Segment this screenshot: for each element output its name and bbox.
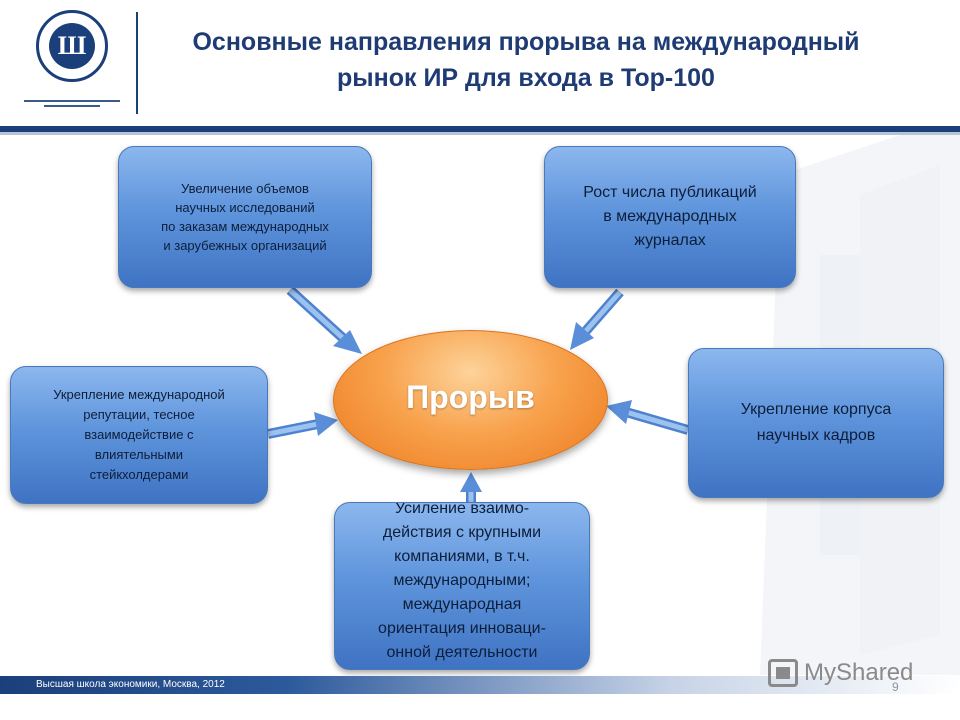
header-bar bbox=[0, 126, 960, 132]
slide-title-line-2: рынок ИР для входа в Top-100 bbox=[337, 64, 715, 92]
box-reputation: Укрепление международной репутации, тесн… bbox=[10, 366, 268, 504]
watermark-text: MyShared bbox=[804, 659, 914, 686]
arrow-mid-left bbox=[267, 412, 338, 439]
arrow-top-right bbox=[570, 288, 624, 350]
arrow-bottom bbox=[460, 472, 482, 504]
box-research-staff: Укрепление корпуса научных кадров bbox=[688, 348, 944, 498]
arrow-mid-right bbox=[606, 400, 690, 435]
page-number: 9 bbox=[892, 680, 899, 694]
box-reputation-text: Укрепление международной репутации, тесн… bbox=[53, 387, 225, 482]
watermark: MyShared bbox=[768, 656, 928, 690]
slide-title: Основные направления прорыва на междунар… bbox=[146, 24, 906, 96]
logo-letter: Ш bbox=[49, 23, 95, 69]
logo-seal-icon: Ш bbox=[36, 10, 108, 82]
header: Ш Основные направления прорыва на междун… bbox=[0, 0, 960, 126]
box-research-staff-text: Укрепление корпуса научных кадров bbox=[740, 401, 892, 444]
center-breakthrough-label: Прорыв bbox=[406, 378, 535, 415]
slide-title-line-1: Основные направления прорыва на междунар… bbox=[192, 28, 860, 56]
box-industry-cooperation: Усиление взаимо- действия с крупными ком… bbox=[334, 502, 590, 670]
header-divider bbox=[136, 12, 138, 114]
box-publications-text: Рост числа публикаций в международных жу… bbox=[583, 184, 757, 249]
footer-bar bbox=[0, 676, 960, 694]
box-research-volume: Увеличение объемов научных исследований … bbox=[118, 146, 372, 288]
logo-caption bbox=[18, 100, 126, 112]
university-logo: Ш bbox=[14, 8, 130, 120]
header-bar-accent bbox=[0, 132, 960, 135]
box-industry-cooperation-text: Усиление взаимо- действия с крупными ком… bbox=[378, 502, 546, 661]
presentation-icon bbox=[768, 659, 798, 687]
box-research-volume-text: Увеличение объемов научных исследований … bbox=[161, 181, 329, 253]
box-publications: Рост числа публикаций в международных жу… bbox=[544, 146, 796, 288]
center-breakthrough: Прорыв bbox=[333, 330, 608, 470]
footer-text: Высшая школа экономики, Москва, 2012 bbox=[36, 679, 225, 690]
arrow-top-left bbox=[286, 286, 362, 354]
